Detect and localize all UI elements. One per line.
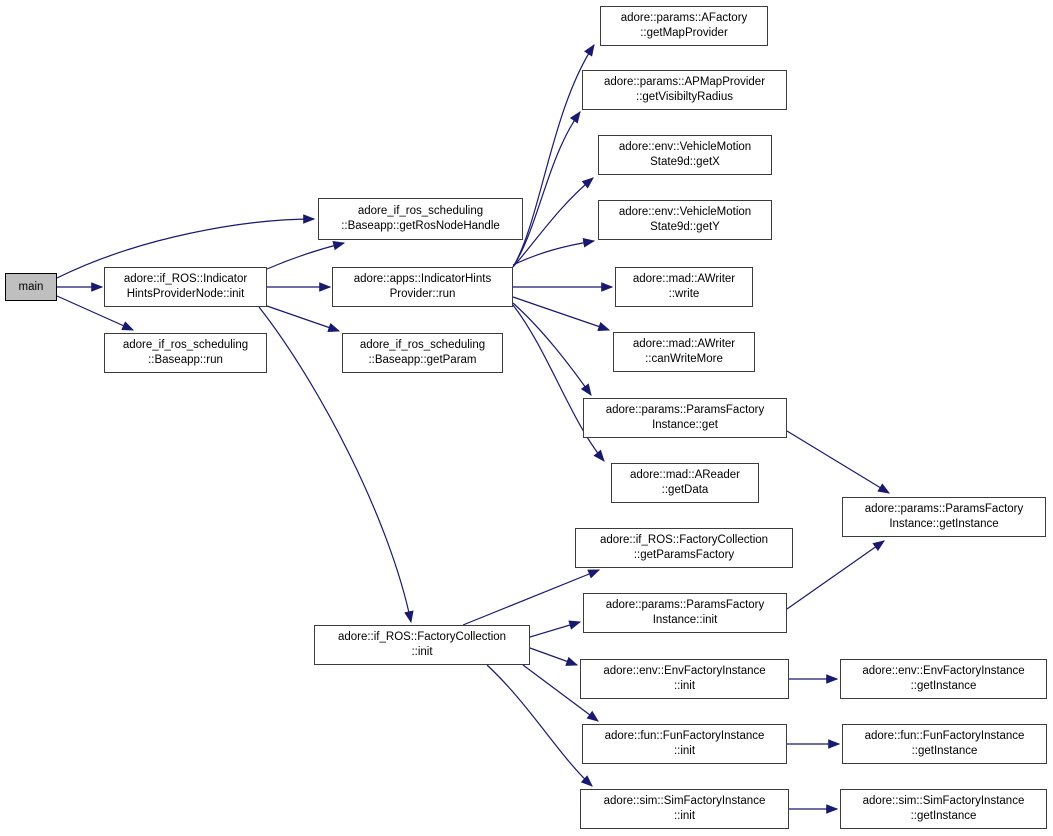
edge-ihp-run-to-get-visibilty-radius	[512, 111, 581, 268]
node-awriter-write[interactable]: adore::mad::AWriter ::write	[615, 267, 753, 307]
edge-ihpn-init-to-get-param	[266, 305, 341, 332]
edge-fc-init-to-sim-init	[486, 664, 593, 787]
node-env-get-instance[interactable]: adore::env::EnvFactoryInstance ::getInst…	[840, 659, 1047, 699]
edge-ihp-run-to-areader-get-data	[512, 304, 605, 462]
edge-main-to-get-ros-node-handle	[56, 214, 316, 279]
node-ihp-run[interactable]: adore::apps::IndicatorHints Provider::ru…	[332, 267, 513, 307]
node-env-init[interactable]: adore::env::EnvFactoryInstance ::init	[580, 659, 789, 699]
node-fun-get-instance[interactable]: adore::fun::FunFactoryInstance ::getInst…	[842, 724, 1047, 764]
edge-ihpn-init-to-fc-init	[258, 306, 414, 624]
node-fun-init[interactable]: adore::fun::FunFactoryInstance ::init	[582, 724, 787, 764]
node-fc-get-params-factory[interactable]: adore::if_ROS::FactoryCollection ::getPa…	[575, 528, 793, 568]
node-areader-get-data[interactable]: adore::mad::AReader ::getData	[611, 463, 759, 503]
node-get-map-provider[interactable]: adore::params::AFactory ::getMapProvider	[600, 6, 768, 46]
node-pfi-init[interactable]: adore::params::ParamsFactory Instance::i…	[583, 593, 787, 633]
edge-fc-init-to-pfi-init	[529, 620, 582, 638]
edge-fc-init-to-fc-get-params-factory	[462, 569, 601, 626]
node-sim-get-instance[interactable]: adore::sim::SimFactoryInstance ::getInst…	[840, 789, 1047, 829]
node-fc-init[interactable]: adore::if_ROS::FactoryCollection ::init	[314, 625, 530, 665]
edge-ihp-run-to-get-map-provider	[512, 43, 595, 268]
edge-ihp-run-to-can-write-more	[512, 296, 611, 332]
node-get-ros-node-handle[interactable]: adore_if_ros_scheduling ::Baseapp::getRo…	[318, 198, 523, 240]
edge-ihpn-init-to-get-ros-node-handle	[266, 240, 346, 270]
edge-pfi-get-to-pfi-get-instance	[786, 430, 891, 494]
node-get-x[interactable]: adore::env::VehicleMotion State9d::getX	[598, 135, 772, 175]
node-get-visibilty-radius[interactable]: adore::params::APMapProvider ::getVisibi…	[582, 70, 787, 110]
node-pfi-get[interactable]: adore::params::ParamsFactory Instance::g…	[583, 398, 787, 438]
edge-fc-init-to-env-init	[529, 647, 579, 666]
edge-pfi-init-to-pfi-get-instance	[786, 540, 885, 610]
edge-ihp-run-to-get-x	[512, 177, 594, 268]
node-pfi-get-instance[interactable]: adore::params::ParamsFactory Instance::g…	[842, 497, 1046, 537]
node-main: main	[5, 273, 57, 301]
edge-fc-init-to-fun-init	[522, 664, 599, 722]
node-get-y[interactable]: adore::env::VehicleMotion State9d::getY	[598, 200, 772, 240]
node-can-write-more[interactable]: adore::mad::AWriter ::canWriteMore	[613, 332, 755, 372]
node-ihpn-init[interactable]: adore::if_ROS::Indicator HintsProviderNo…	[104, 267, 267, 307]
edge-main-to-baseapp-run	[56, 295, 135, 331]
edge-ihp-run-to-get-y	[512, 237, 596, 266]
node-baseapp-run[interactable]: adore_if_ros_scheduling ::Baseapp::run	[104, 333, 267, 373]
edge-ihp-run-to-pfi-get	[512, 302, 592, 396]
node-get-param[interactable]: adore_if_ros_scheduling ::Baseapp::getPa…	[342, 333, 503, 373]
node-sim-init[interactable]: adore::sim::SimFactoryInstance ::init	[580, 789, 789, 829]
